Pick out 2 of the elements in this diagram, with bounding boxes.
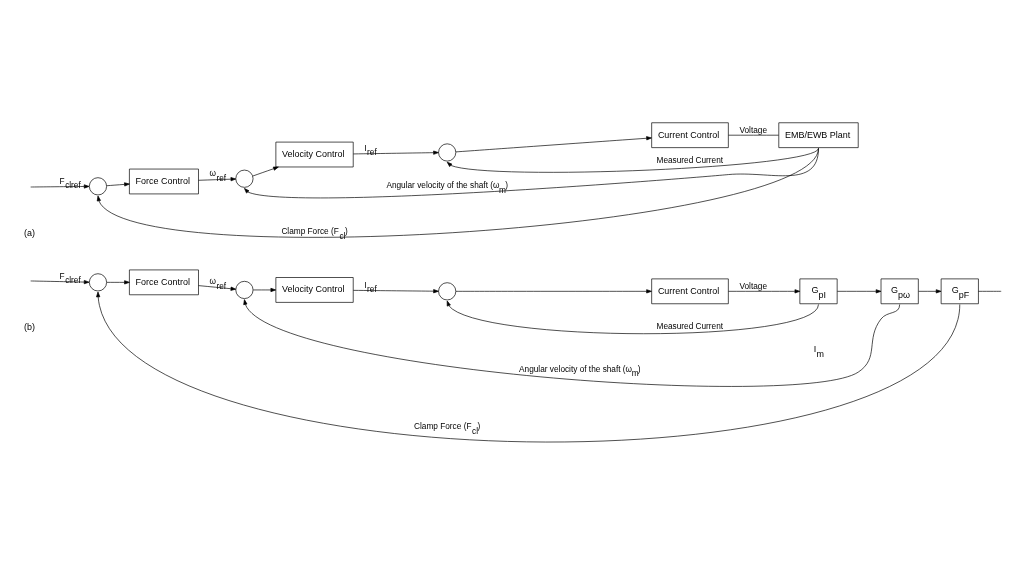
label: (a): [24, 227, 36, 238]
label: (b): [24, 321, 36, 332]
